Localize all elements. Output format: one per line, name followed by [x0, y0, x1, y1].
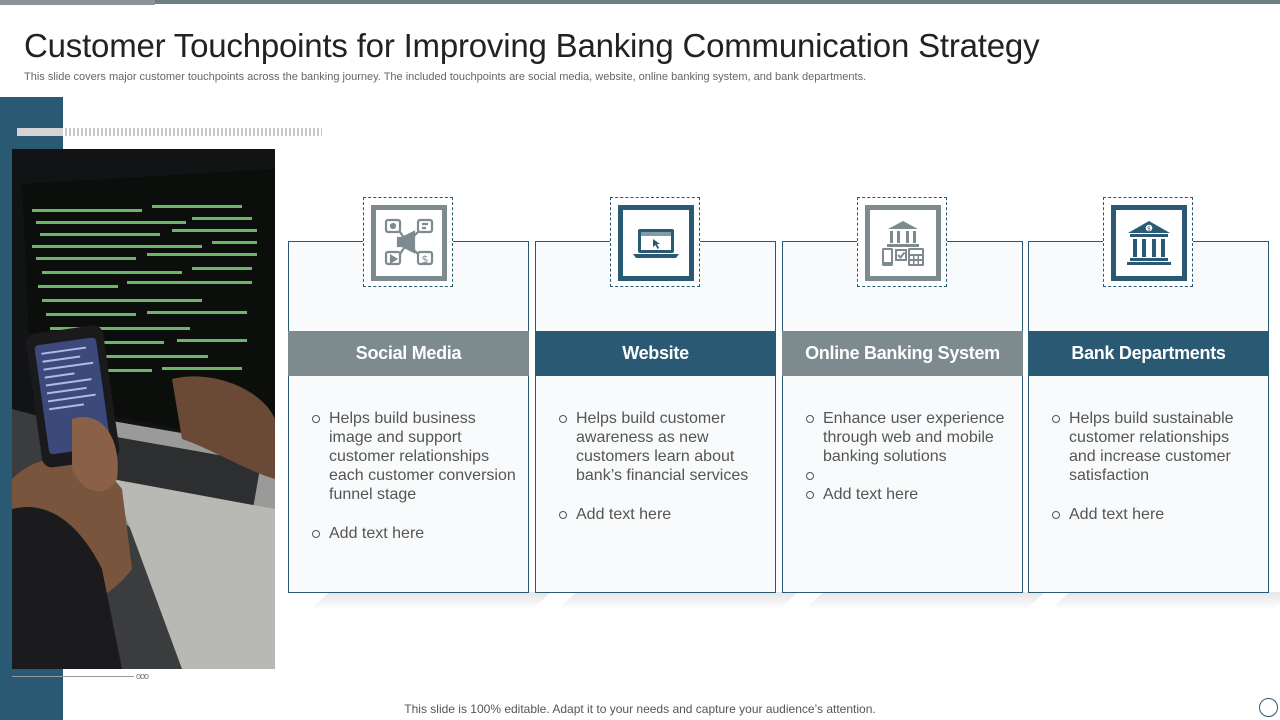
card-bullet-list: Helps build sustainable customer relatio… — [1051, 409, 1256, 524]
card-heading: Bank Departments — [1028, 331, 1269, 376]
social-media-icon: $ — [371, 205, 447, 281]
card-heading: Online Banking System — [782, 331, 1023, 376]
card-online-banking-system: Online Banking System Enhance user exper… — [782, 241, 1023, 593]
svg-text:$: $ — [1147, 225, 1151, 232]
card-bullet-list: Helps build business image and support c… — [311, 409, 516, 543]
list-item: Add text here — [805, 485, 1010, 504]
card-website: Website Helps build customer awareness a… — [535, 241, 776, 593]
list-item: Enhance user experience through web and … — [805, 409, 1010, 466]
top-bar — [0, 0, 1280, 4]
card-shadow — [310, 592, 551, 610]
slide-footer: This slide is 100% editable. Adapt it to… — [0, 702, 1280, 716]
icon-frame — [857, 197, 947, 287]
card-bullet-list: Helps build customer awareness as new cu… — [558, 409, 763, 524]
list-item — [805, 466, 1010, 485]
decorative-tick-strip — [17, 128, 322, 136]
laptop-icon — [618, 205, 694, 281]
list-item: Helps build business image and support c… — [311, 409, 516, 504]
card-social-media: Social Media Helps build business image … — [288, 241, 529, 593]
slide-title: Customer Touchpoints for Improving Banki… — [24, 27, 1040, 64]
card-shadow — [1050, 592, 1280, 610]
list-item: Add text here — [311, 524, 516, 543]
icon-frame — [610, 197, 700, 287]
list-item: Add text here — [558, 505, 763, 524]
card-heading: Social Media — [288, 331, 529, 376]
laptop-phone-photo — [12, 149, 275, 669]
bottom-decor-dots: ooo — [136, 671, 149, 681]
list-item: Helps build sustainable customer relatio… — [1051, 409, 1256, 485]
icon-frame: $ — [1103, 197, 1193, 287]
card-shadow — [557, 592, 798, 610]
icon-frame: $ — [363, 197, 453, 287]
list-item: Helps build customer awareness as new cu… — [558, 409, 763, 485]
slide-subtitle: This slide covers major customer touchpo… — [24, 71, 867, 83]
list-item: Add text here — [1051, 505, 1256, 524]
corner-circle-decor — [1259, 698, 1278, 717]
online-banking-icon — [865, 205, 941, 281]
bottom-decor-line — [12, 676, 134, 677]
footer-text: This slide is 100% editable. Adapt it to… — [404, 702, 876, 716]
top-bar-accent — [0, 0, 155, 5]
bank-building-icon: $ — [1111, 205, 1187, 281]
card-shadow — [804, 592, 1045, 610]
card-bullet-list: Enhance user experience through web and … — [805, 409, 1010, 504]
svg-text:$: $ — [422, 253, 429, 266]
card-bank-departments: Bank Departments Helps build sustainable… — [1028, 241, 1269, 593]
card-heading: Website — [535, 331, 776, 376]
